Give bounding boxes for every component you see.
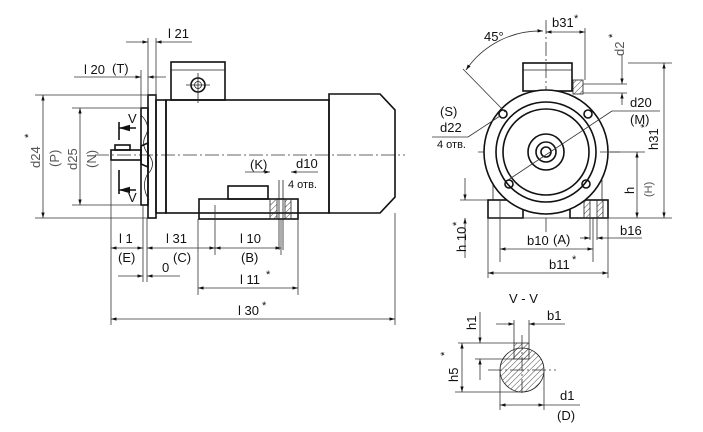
dim-d1: d1 (560, 388, 574, 403)
dim-l31: l 31 (166, 231, 187, 246)
dim-d24-alt: (P) (47, 150, 62, 167)
dim-l10-alt: (B) (241, 250, 258, 265)
dim-b16: b16 (620, 223, 642, 238)
svg-text:*: * (574, 13, 579, 25)
dim-l21: l 21 (168, 26, 189, 41)
key-section (513, 342, 530, 360)
dim-zero: 0 (162, 260, 169, 275)
terminal-box-front (522, 62, 573, 92)
dim-d1-alt: (D) (557, 408, 575, 423)
svg-text:*: * (23, 133, 35, 138)
svg-text:*: * (572, 254, 577, 266)
section-title: V - V (509, 291, 538, 306)
dim-b1: b1 (547, 308, 561, 323)
dim-l11: l 11 (240, 272, 260, 287)
dim-l1-alt: (E) (118, 250, 135, 265)
dim-h10: h 10 (454, 227, 469, 252)
dim-l31-alt: (C) (173, 250, 191, 265)
dim-b31: b31 (552, 15, 574, 30)
dim-b10: b10 (527, 233, 549, 248)
svg-text:*: * (266, 269, 271, 281)
dim-k-alt: (K) (250, 157, 267, 172)
side-view: V V l 21 l 20 (T) d24 * (P) d25 (N) (23, 26, 405, 325)
break-line (140, 114, 153, 201)
dim-s-alt: (S) (440, 104, 457, 119)
bolt-hole (504, 179, 514, 189)
dim-b11: b11 (549, 257, 570, 272)
dim-d24: d24 (28, 146, 43, 168)
svg-text:V: V (128, 111, 137, 126)
svg-text:V: V (128, 190, 137, 205)
bolt-hole (581, 179, 591, 189)
foot-top (227, 185, 269, 200)
flange-spigot (140, 107, 149, 206)
dim-d10-holes: 4 отв. (288, 179, 317, 191)
dim-l1: l 1 (119, 231, 133, 246)
section-marker-bottom: V (118, 170, 137, 205)
dim-l10: l 10 (240, 231, 261, 246)
dim-d2: d2 (612, 42, 627, 56)
body-ring (155, 99, 167, 214)
dim-h5: h5 (446, 368, 461, 382)
svg-text:*: * (262, 300, 267, 312)
shaft-end (540, 146, 552, 158)
dim-d25: d25 (65, 148, 80, 170)
shaft-key (114, 144, 131, 151)
section-view: V - V h1 b1 h5 * d1 (D) (439, 291, 580, 423)
dim-d10: d10 (296, 156, 318, 171)
flange-plate (147, 94, 157, 219)
dim-angle: 45° (484, 29, 504, 44)
dim-d22-holes: 4 отв. (437, 139, 466, 151)
dim-l20: l 20 (84, 62, 105, 77)
svg-text:*: * (607, 33, 619, 38)
dim-h1: h1 (464, 316, 479, 330)
dim-d22: d22 (440, 120, 462, 135)
dim-d20: d20 (630, 95, 652, 110)
dim-h31: h31 (646, 128, 661, 150)
dim-h: h (622, 187, 637, 194)
svg-text:*: * (439, 351, 451, 356)
dim-h-alt: (H) (643, 182, 655, 197)
front-view: d20 (M) 45° b31 * d2 * (S) d22 4 отв. h3… (432, 13, 672, 278)
bolt-hole (583, 109, 593, 119)
dim-l20-alt: (T) (112, 61, 129, 76)
dim-d20-alt: (M) (630, 112, 650, 127)
dim-b10-alt: (A) (553, 232, 570, 247)
section-marker-top: V (118, 111, 137, 140)
svg-text:*: * (451, 221, 463, 226)
dim-d25-alt: (N) (84, 150, 99, 168)
dim-l30: l 30 (238, 303, 259, 318)
svg-text:*: * (639, 123, 651, 128)
fan-cover (328, 93, 396, 214)
